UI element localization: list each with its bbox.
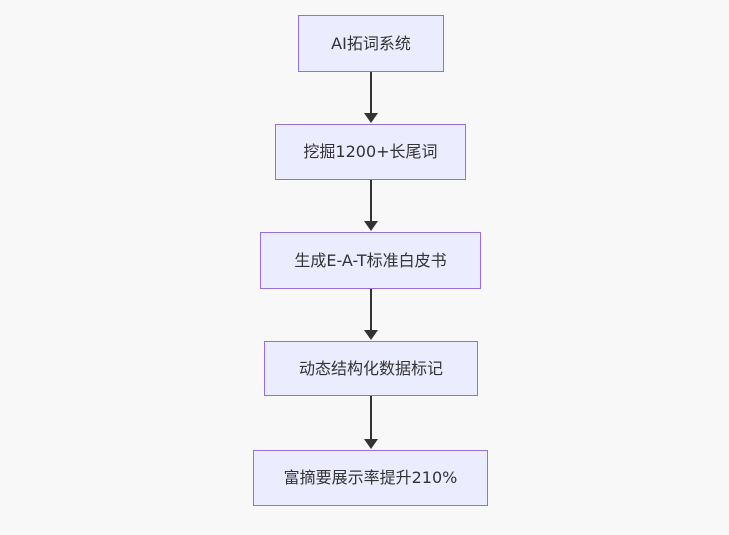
flow-node-label: 挖掘1200+长尾词 — [303, 142, 438, 162]
flow-node-label: 生成E-A-T标准白皮书 — [294, 250, 447, 270]
flow-node-ai-keyword-system: AI拓词系统 — [298, 15, 444, 72]
flow-arrow-4 — [357, 396, 384, 449]
arrow-line — [369, 72, 372, 113]
flow-arrow-2 — [357, 180, 384, 231]
flow-node-eat-whitepaper: 生成E-A-T标准白皮书 — [260, 232, 481, 289]
arrowhead-down-icon — [363, 439, 378, 449]
flow-node-structured-data-markup: 动态结构化数据标记 — [264, 341, 478, 396]
flow-node-rich-snippet-result: 富摘要展示率提升210% — [253, 450, 488, 506]
flow-node-label: 富摘要展示率提升210% — [283, 468, 458, 488]
arrow-line — [369, 289, 372, 330]
arrow-line — [369, 180, 372, 221]
arrowhead-down-icon — [363, 221, 378, 231]
flow-node-longtail-mining: 挖掘1200+长尾词 — [275, 124, 466, 180]
arrow-line — [369, 396, 372, 439]
arrowhead-down-icon — [363, 113, 378, 123]
flow-arrow-1 — [357, 72, 384, 123]
flow-node-label: 动态结构化数据标记 — [298, 358, 443, 378]
flow-node-label: AI拓词系统 — [331, 33, 411, 53]
arrowhead-down-icon — [363, 330, 378, 340]
flow-arrow-3 — [357, 289, 384, 340]
